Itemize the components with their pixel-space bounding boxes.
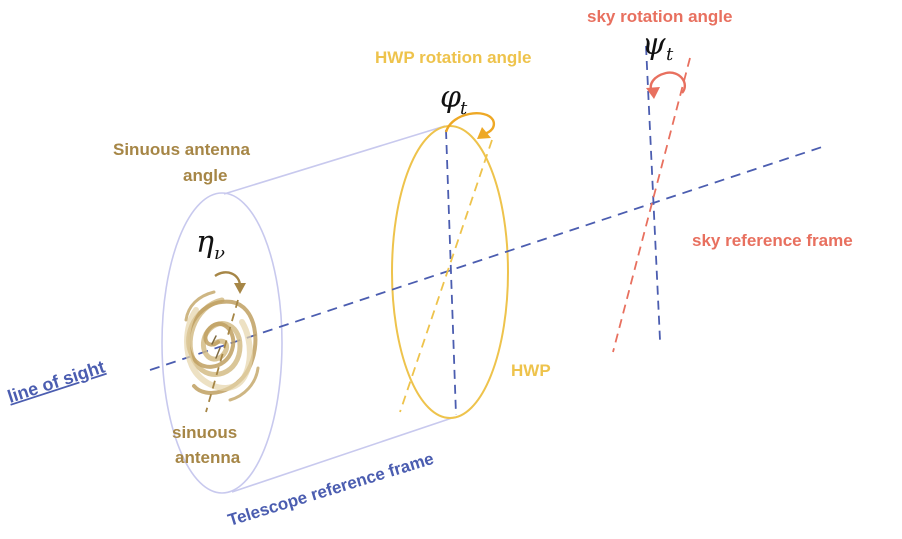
line-of-sight-axis (149, 145, 826, 371)
hwp-rotated-axis (399, 139, 493, 413)
phi-symbol: φ t (440, 80, 468, 119)
svg-text:ν: ν (214, 243, 225, 264)
hwp-reference-axis (445, 129, 457, 416)
sinuous-antenna-label-line2: antenna (175, 448, 241, 467)
cylinder-top-edge (223, 125, 446, 195)
hwp-rotation-arrow (444, 112, 496, 139)
sinuous-antenna-angle-label-line2: angle (183, 166, 227, 185)
sky-reference-frame-label: sky reference frame (692, 231, 853, 250)
psi-symbol: ψ t (642, 27, 674, 65)
hwp-rotation-angle-label: HWP rotation angle (375, 48, 531, 67)
svg-text:t: t (666, 44, 674, 65)
svg-text:t: t (460, 98, 468, 119)
hwp-ellipse (391, 125, 509, 419)
telescope-cylinder (161, 125, 456, 494)
sky-rotation-angle-label: sky rotation angle (587, 7, 732, 26)
cylinder-front-ellipse (161, 192, 283, 494)
svg-text:ψ: ψ (642, 27, 666, 62)
svg-text:η: η (196, 225, 214, 260)
sky-reference-axis (645, 45, 661, 341)
eta-symbol: η ν (196, 225, 225, 264)
cylinder-bottom-edge (231, 416, 456, 493)
sky-rotation-arrow (646, 71, 687, 99)
sinuous-antenna-graphic (184, 290, 260, 402)
line-of-sight-label: line of sight (5, 357, 107, 407)
telescope-reference-frame-label: Telescope reference frame (226, 449, 436, 530)
antenna-rotation-arrow (214, 271, 246, 294)
sky-rotated-axis (612, 57, 691, 353)
sinuous-antenna-angle-label-line1: Sinuous antenna (113, 140, 251, 159)
sinuous-antenna-label-line1: sinuous (172, 423, 237, 442)
hwp-label: HWP (511, 361, 551, 380)
antenna-axis (205, 299, 239, 413)
svg-text:φ: φ (440, 80, 461, 115)
